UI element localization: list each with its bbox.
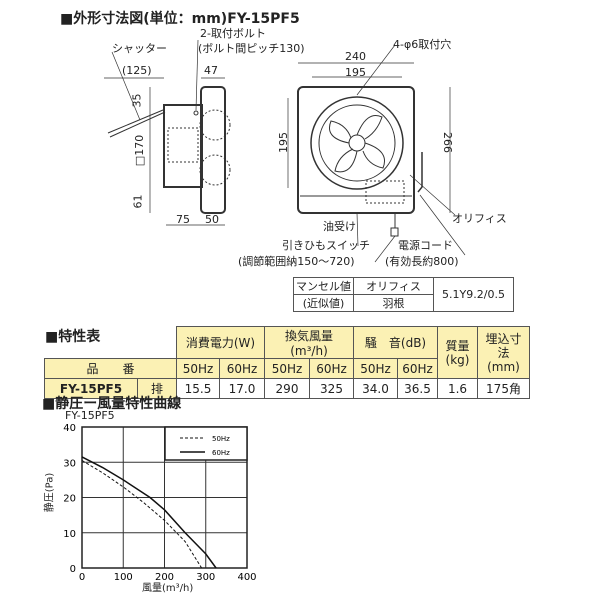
- x-axis-label: 風量(m³/h): [142, 583, 194, 594]
- x-tick-label: 300: [196, 572, 215, 583]
- dim-195-width: 195: [345, 66, 366, 79]
- dim-47: 47: [204, 64, 218, 77]
- x-tick-label: 100: [114, 572, 133, 583]
- label-pull-range: (調節範囲納150〜720): [238, 255, 355, 268]
- header-60hz: 60Hz: [219, 358, 265, 379]
- label-pull-switch: 引きひもスイッチ: [282, 239, 370, 252]
- label-cord-length: (有効長約800): [385, 255, 459, 268]
- side-front: [200, 86, 226, 214]
- cell-opening: 175角: [477, 378, 530, 399]
- label-orifice: オリフィス: [452, 212, 507, 225]
- y-tick-label: 40: [63, 423, 76, 434]
- dim-125: (125): [122, 64, 152, 77]
- chart-heading: ■静圧ー風量特性曲線: [42, 396, 182, 412]
- fan-blades: [329, 115, 385, 173]
- legend-box: [164, 426, 248, 461]
- cell-model: FY-15PF5: [44, 378, 138, 399]
- header-airflow: 換気風量(m³/h): [264, 326, 354, 359]
- legend-label: 50Hz: [212, 435, 230, 443]
- y-tick-label: 0: [70, 564, 76, 575]
- cell-mass: 1.6: [437, 378, 478, 399]
- cell-noise60: 36.5: [397, 378, 438, 399]
- cell-flow60: 325: [309, 378, 354, 399]
- header-power: 消費電力(W): [176, 326, 265, 359]
- header-50hz: 50Hz: [264, 358, 310, 379]
- y-tick-label: 10: [63, 529, 76, 540]
- header-60hz: 60Hz: [397, 358, 438, 379]
- label-shutter: シャッター: [112, 42, 167, 55]
- label-bolt-pitch: (ボルト間ピッチ130): [198, 42, 305, 55]
- header-noise: 騒 音(dB): [353, 326, 438, 359]
- series-line-50Hz: [81, 460, 203, 569]
- legend-label: 60Hz: [212, 449, 230, 457]
- cell-power50: 15.5: [176, 378, 220, 399]
- header-50hz: 50Hz: [176, 358, 220, 379]
- spec-title: ■特性表: [45, 329, 101, 345]
- spec-table: 消費電力(W) 換気風量(m³/h) 騒 音(dB) 質量(kg) 埋込寸法(m…: [44, 326, 530, 399]
- header-60hz: 60Hz: [309, 358, 354, 379]
- label-bolt: 2-取付ボルト: [200, 27, 266, 40]
- label-oil-tray: 油受け: [323, 220, 356, 233]
- chart-title: FY-15PF5: [65, 409, 115, 422]
- munsell-value: 5.1Y9.2/0.5: [433, 277, 514, 312]
- series-line-60Hz: [81, 456, 217, 569]
- header-mass: 質量(kg): [437, 326, 478, 379]
- x-tick-label: 200: [155, 572, 174, 583]
- drawing-title: ■外形寸法図(単位：mm)FY-15PF5: [60, 11, 300, 27]
- x-tick-label: 0: [79, 572, 85, 583]
- front-body: [297, 86, 415, 214]
- power-cord: [417, 152, 423, 193]
- cell-noise50: 34.0: [353, 378, 398, 399]
- munsell-label2: (近似値): [293, 294, 354, 312]
- label-power-cord: 電源コード: [398, 239, 453, 252]
- y-axis-label: 静圧(Pa): [44, 472, 56, 513]
- cell-power60: 17.0: [219, 378, 265, 399]
- dim-240: 240: [345, 50, 366, 63]
- dim-75: 75: [176, 213, 190, 226]
- cell-type: 排: [137, 378, 177, 399]
- table-row: FY-15PF5 排 15.5 17.0 290 325 34.0 36.5 1…: [44, 378, 530, 399]
- munsell-blade: 羽根: [353, 294, 434, 312]
- y-tick-label: 20: [63, 494, 76, 505]
- label-mount-holes: 4-φ6取付穴: [393, 38, 452, 51]
- x-tick-label: 400: [237, 572, 256, 583]
- dim-50: 50: [205, 213, 219, 226]
- header-50hz: 50Hz: [353, 358, 398, 379]
- cell-flow50: 290: [264, 378, 310, 399]
- orifice-ring: [310, 96, 404, 190]
- y-tick-label: 30: [63, 458, 76, 469]
